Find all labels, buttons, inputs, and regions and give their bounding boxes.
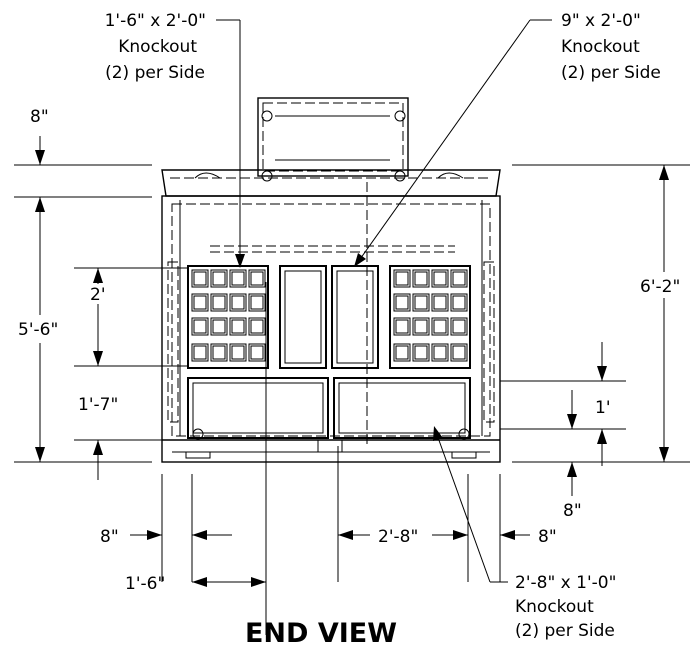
dim-bottom-left-8: 8" bbox=[100, 527, 119, 547]
dim-right-6-2: 6'-2" bbox=[640, 277, 680, 297]
knockout-upper-left-grid bbox=[187, 265, 269, 369]
callout-type: Knockout bbox=[561, 37, 640, 57]
extension-lines bbox=[14, 164, 690, 635]
dim-right-1: 1' bbox=[595, 398, 611, 418]
base-details bbox=[185, 428, 477, 459]
dim-bottom-2-8: 2'-8" bbox=[378, 527, 418, 547]
callout-type: Knockout bbox=[118, 37, 197, 57]
callout-qty: (2) per Side bbox=[105, 63, 205, 83]
callout-qty: (2) per Side bbox=[515, 621, 615, 641]
dim-right-bottom-8: 8" bbox=[563, 501, 582, 521]
dim-bottom-right-8: 8" bbox=[538, 527, 557, 547]
view-title: END VIEW bbox=[245, 618, 397, 649]
knockout-lower-right bbox=[333, 377, 471, 439]
callout-qty: (2) per Side bbox=[561, 63, 661, 83]
knockout-lower-left bbox=[187, 377, 329, 439]
callout-knockout-9x2-0: 9" x 2'-0" Knockout (2) per Side bbox=[561, 11, 661, 83]
leader-lines bbox=[216, 19, 552, 583]
callout-size: 9" x 2'-0" bbox=[561, 11, 641, 31]
callout-knockout-2-8x1-0: 2'-8" x 1'-0" Knockout (2) per Side bbox=[515, 573, 616, 641]
callout-type: Knockout bbox=[515, 597, 594, 617]
dim-left-1-7: 1'-7" bbox=[78, 395, 118, 415]
callout-knockout-1-6x2-0: 1'-6" x 2'-0" Knockout (2) per Side bbox=[105, 11, 206, 83]
knockout-upper-right-grid bbox=[389, 265, 471, 369]
callout-size: 2'-8" x 1'-0" bbox=[515, 573, 616, 593]
dimension-lines bbox=[35, 136, 669, 587]
knockout-upper-left-narrow bbox=[279, 265, 327, 369]
callout-size: 1'-6" x 2'-0" bbox=[105, 11, 206, 31]
dim-left-top-8: 8" bbox=[30, 107, 49, 127]
knockout-upper-right-narrow bbox=[331, 265, 379, 369]
dim-left-2: 2' bbox=[90, 285, 106, 305]
dim-bottom-1-6: 1'-6" bbox=[125, 574, 165, 594]
dim-left-5-6: 5'-6" bbox=[18, 320, 58, 340]
